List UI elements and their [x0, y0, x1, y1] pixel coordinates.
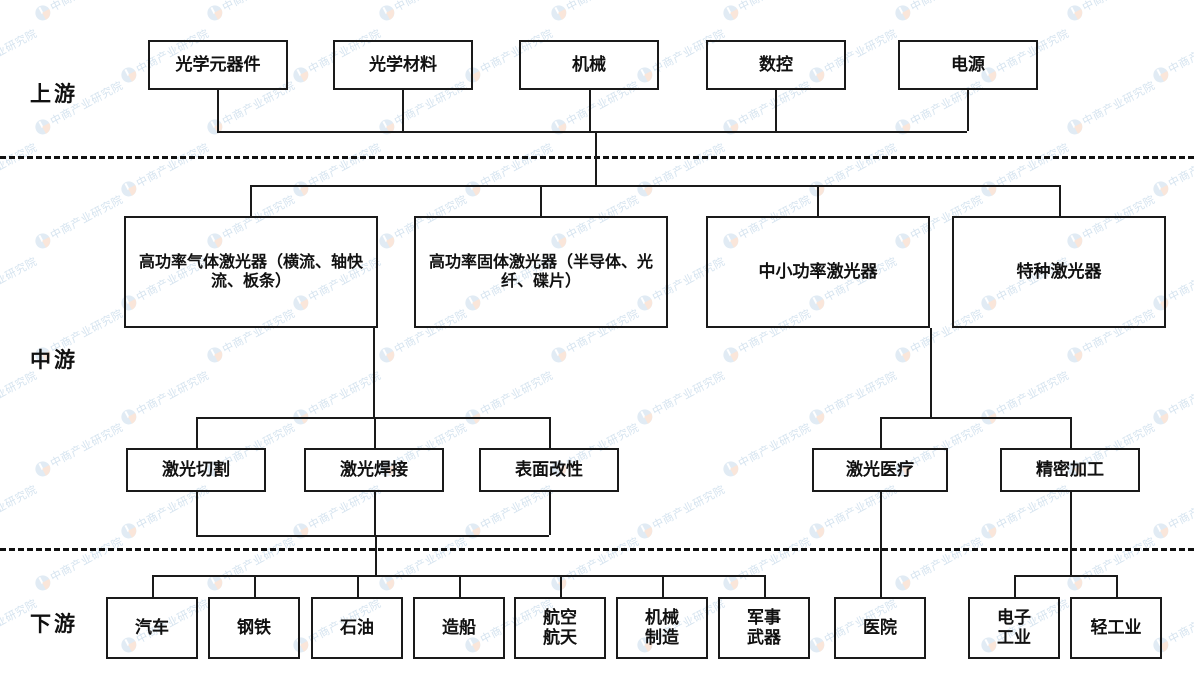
stem-cnc [775, 90, 777, 131]
drop-mid-small-laser [817, 185, 819, 216]
node-laser-medical[interactable]: 激光医疗 [812, 448, 948, 492]
mid-small-laser-stem [930, 328, 932, 417]
node-laser-welding[interactable]: 激光焊接 [304, 448, 444, 492]
node-label: 医院 [863, 617, 897, 638]
node-label: 钢铁 [237, 617, 271, 638]
node-label: 军事 [747, 607, 781, 628]
node-label: 表面改性 [515, 459, 583, 480]
node-military-weapons[interactable]: 军事武器 [718, 597, 810, 659]
tier-label-downstream: 下游 [30, 612, 78, 636]
stem-shipbuilding [459, 575, 461, 597]
node-label-line2: 制造 [645, 628, 679, 648]
node-label: 电源 [951, 54, 985, 75]
node-label: 精密加工 [1036, 459, 1104, 480]
node-petroleum[interactable]: 石油 [311, 597, 403, 659]
node-power-supply[interactable]: 电源 [898, 40, 1038, 90]
node-label: 高功率固体激光器（半导体、光纤、碟片） [428, 252, 653, 290]
node-high-power-gas-laser[interactable]: 高功率气体激光器（横流、轴快流、板条） [124, 216, 378, 328]
node-label-line2: 工业 [997, 628, 1031, 648]
downstream-bus-right [1014, 575, 1116, 577]
midstream-bus [250, 185, 1059, 187]
node-surface-modification[interactable]: 表面改性 [479, 448, 619, 492]
downstream-trunk-left [375, 535, 377, 575]
node-laser-cutting[interactable]: 激光切割 [126, 448, 266, 492]
node-medium-small-power-laser[interactable]: 中小功率激光器 [706, 216, 930, 328]
node-label: 轻工业 [1090, 617, 1142, 638]
stem-petroleum [357, 575, 359, 597]
upstream-trunk [595, 131, 597, 185]
node-aerospace[interactable]: 航空航天 [514, 597, 606, 659]
application-join-bus [196, 535, 549, 537]
node-electronics-industry[interactable]: 电子工业 [968, 597, 1060, 659]
stem-electronics-industry [1014, 575, 1016, 597]
join-laser-welding [374, 492, 376, 535]
node-shipbuilding[interactable]: 造船 [413, 597, 505, 659]
node-high-power-solid-laser[interactable]: 高功率固体激光器（半导体、光纤、碟片） [414, 216, 668, 328]
node-hospital[interactable]: 医院 [834, 597, 926, 659]
application-bus-left [196, 417, 549, 419]
node-cnc[interactable]: 数控 [706, 40, 846, 90]
node-label: 中小功率激光器 [758, 261, 878, 282]
node-label: 石油 [340, 617, 374, 638]
node-label: 激光医疗 [846, 459, 914, 480]
node-light-industry[interactable]: 轻工业 [1070, 597, 1162, 659]
tier-label-upstream: 上游 [30, 82, 78, 106]
node-optical-components[interactable]: 光学元器件 [148, 40, 288, 90]
hospital-stem [880, 492, 882, 597]
tier-label-midstream: 中游 [30, 348, 78, 372]
node-label: 高功率气体激光器（横流、轴快流、板条） [138, 252, 363, 290]
stem-laser-cutting [196, 417, 198, 448]
node-label: 造船 [442, 617, 476, 638]
node-machinery[interactable]: 机械 [519, 40, 659, 90]
stem-optical-components [217, 90, 219, 131]
stem-laser-welding [374, 417, 376, 448]
divider-upstream-midstream [0, 156, 1194, 159]
stem-surface-modification [549, 417, 551, 448]
stem-steel [254, 575, 256, 597]
drop-solid-laser [540, 185, 542, 216]
stem-machinery-manufacturing [662, 575, 664, 597]
node-machinery-manufacturing[interactable]: 机械制造 [616, 597, 708, 659]
stem-laser-medical [880, 417, 882, 448]
stem-aerospace [560, 575, 562, 597]
application-bus-right [880, 417, 1070, 419]
precision-machining-stem [1070, 492, 1072, 575]
node-label: 特种激光器 [1016, 261, 1102, 282]
node-label: 机械 [645, 607, 679, 628]
node-precision-machining[interactable]: 精密加工 [1000, 448, 1140, 492]
node-label: 航空 [543, 607, 577, 628]
join-surface-modification [549, 492, 551, 535]
node-label: 电子 [997, 607, 1031, 628]
upstream-bus [217, 131, 967, 133]
stem-machinery [589, 90, 591, 131]
stem-power-supply [967, 90, 969, 131]
stem-light-industry [1116, 575, 1118, 597]
node-label: 汽车 [135, 617, 169, 638]
node-optical-materials[interactable]: 光学材料 [333, 40, 473, 90]
node-special-laser[interactable]: 特种激光器 [952, 216, 1166, 328]
node-label: 光学元器件 [175, 54, 261, 75]
node-label-line2: 武器 [747, 628, 781, 648]
node-label: 激光焊接 [340, 459, 408, 480]
join-laser-cutting [196, 492, 198, 535]
node-label: 激光切割 [162, 459, 230, 480]
stem-military-weapons [764, 575, 766, 597]
node-steel[interactable]: 钢铁 [208, 597, 300, 659]
stem-optical-materials [402, 90, 404, 131]
node-label: 机械 [572, 54, 606, 75]
stem-automobile [152, 575, 154, 597]
node-label-line2: 航天 [543, 628, 577, 648]
gas-laser-stem [373, 328, 375, 417]
node-automobile[interactable]: 汽车 [106, 597, 198, 659]
drop-special-laser [1059, 185, 1061, 216]
node-label: 光学材料 [369, 54, 437, 75]
stem-precision-machining [1070, 417, 1072, 448]
node-label: 数控 [759, 54, 793, 75]
downstream-bus-left [152, 575, 764, 577]
drop-gas-laser [250, 185, 252, 216]
divider-midstream-downstream [0, 548, 1194, 551]
